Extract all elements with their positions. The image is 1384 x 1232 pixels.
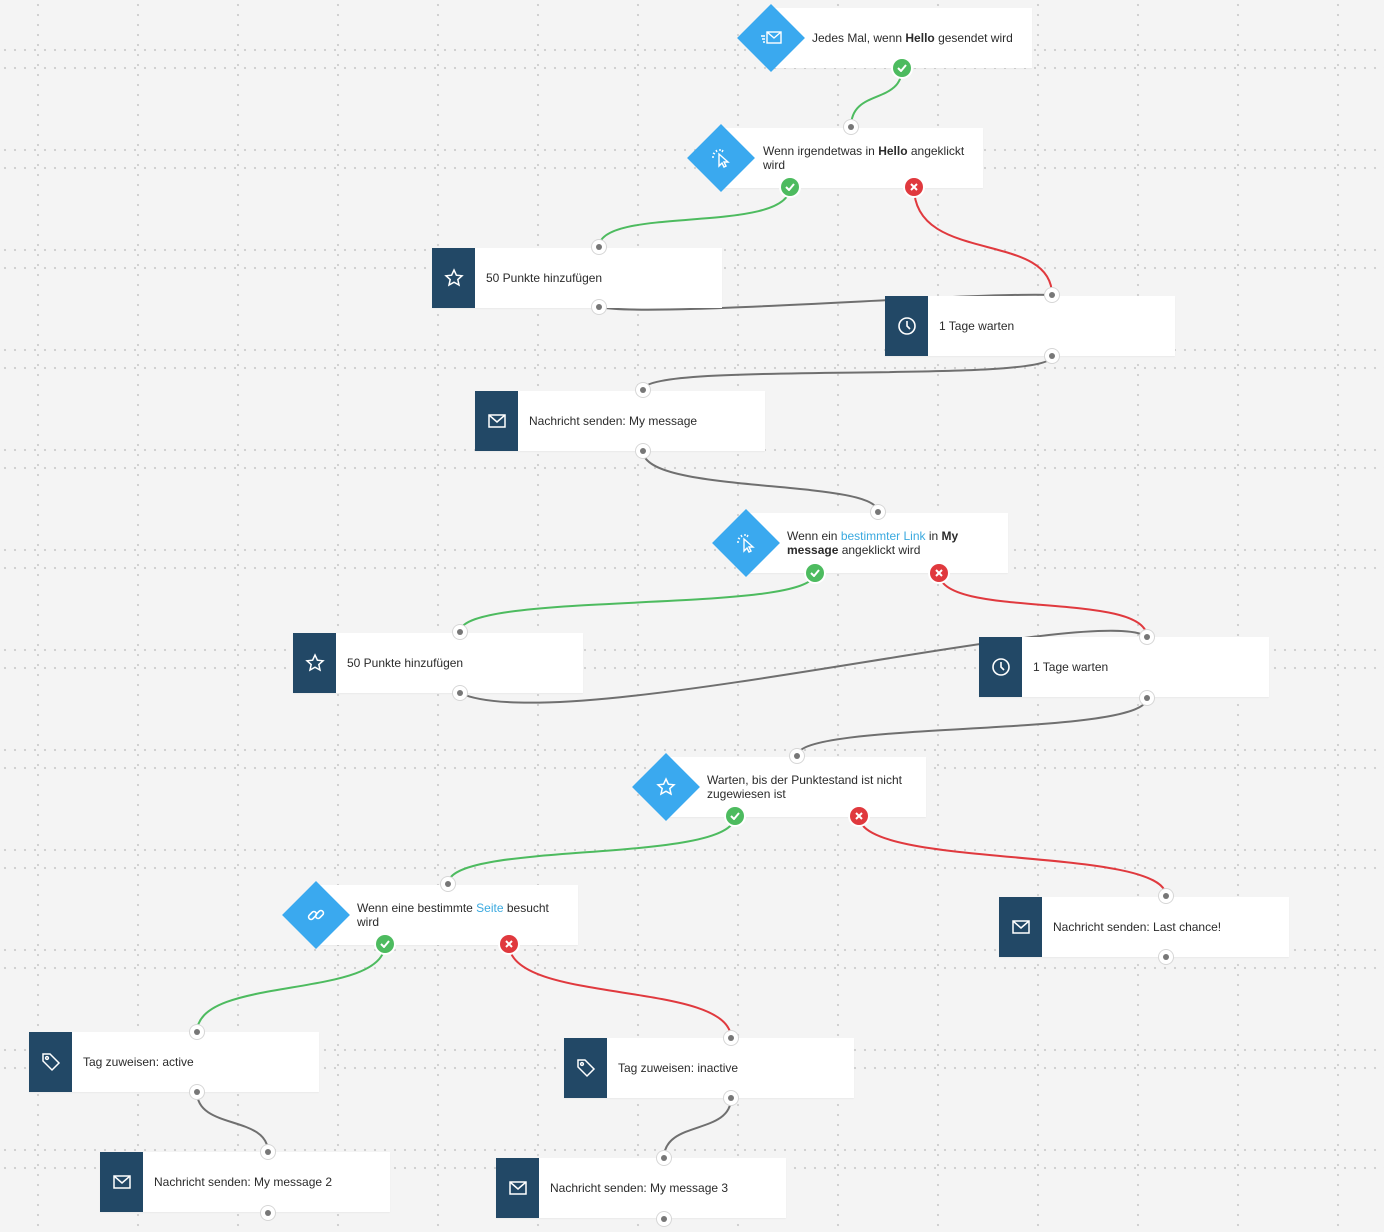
points1-output-port[interactable] — [592, 300, 606, 314]
trigger-node[interactable]: Jedes Mal, wenn Hello gesendet wird — [770, 8, 1032, 68]
wait1-input-port[interactable] — [1045, 288, 1059, 302]
click1-yes-check-icon[interactable] — [781, 178, 799, 196]
points1-input-port[interactable] — [592, 240, 606, 254]
wire-visit-no — [508, 943, 732, 1039]
trigger-yes-check-icon[interactable] — [893, 59, 911, 77]
envelope-icon — [999, 897, 1042, 957]
taginactive-label: Tag zuweisen: inactive — [618, 1061, 739, 1075]
taginactive-node[interactable]: Tag zuweisen: inactive — [564, 1038, 854, 1098]
tagactive-node[interactable]: Tag zuweisen: active — [29, 1032, 319, 1092]
send2-input-port[interactable] — [261, 1145, 275, 1159]
visit-input-port[interactable] — [441, 877, 455, 891]
click2-input-port[interactable] — [871, 505, 885, 519]
waitscore-label: Warten, bis der Punktestand ist nicht zu… — [707, 773, 902, 801]
lastchance-label: Nachricht senden: Last chance! — [1053, 920, 1222, 934]
wait1-output-port[interactable] — [1045, 349, 1059, 363]
points2-node[interactable]: 50 Punkte hinzufügen — [293, 633, 583, 693]
envelope-icon — [475, 391, 518, 451]
tag-icon — [29, 1032, 72, 1092]
send1-input-port[interactable] — [636, 383, 650, 397]
points2-label: 50 Punkte hinzufügen — [347, 656, 464, 670]
waitscore-no-x-icon[interactable] — [850, 807, 868, 825]
wire-points2-wait2 — [459, 629, 1148, 704]
send3-label: Nachricht senden: My message 3 — [550, 1181, 729, 1195]
click2-yes-check-icon[interactable] — [806, 564, 824, 582]
wait1-node[interactable]: 1 Tage warten — [885, 296, 1175, 356]
wait2-node[interactable]: 1 Tage warten — [979, 637, 1269, 697]
visit-label: Wenn eine bestimmte Seite besucht wird — [357, 901, 549, 929]
click1-label: Wenn irgendetwas in Hello angeklickt wir… — [763, 144, 965, 172]
click2-no-x-icon[interactable] — [930, 564, 948, 582]
envelope-send-icon — [754, 21, 788, 55]
points1-label: 50 Punkte hinzufügen — [486, 271, 603, 285]
wire-waitscore-no — [858, 815, 1167, 897]
taginactive-output-port[interactable] — [724, 1091, 738, 1105]
trigger-label: Jedes Mal, wenn Hello gesendet wird — [812, 31, 1013, 45]
wire-click2-yes — [459, 572, 816, 633]
lastchance-output-port[interactable] — [1159, 950, 1173, 964]
send3-input-port[interactable] — [657, 1151, 671, 1165]
envelope-icon — [496, 1158, 539, 1218]
waitscore-input-port[interactable] — [790, 749, 804, 763]
click2-label: Wenn ein bestimmter Link in My message a… — [787, 529, 959, 557]
wire-click1-no — [913, 186, 1053, 296]
taginactive-input-port[interactable] — [724, 1031, 738, 1045]
click1-no-x-icon[interactable] — [905, 178, 923, 196]
lastchance-input-port[interactable] — [1159, 889, 1173, 903]
clock-icon — [979, 637, 1022, 697]
tagactive-label: Tag zuweisen: active — [83, 1055, 194, 1069]
link-icon — [299, 898, 333, 932]
points2-input-port[interactable] — [453, 625, 467, 639]
points2-output-port[interactable] — [453, 686, 467, 700]
send1-output-port[interactable] — [636, 444, 650, 458]
wire-trigger-yes — [850, 67, 903, 128]
wire-points1-wait1 — [598, 293, 1053, 311]
send2-label: Nachricht senden: My message 2 — [154, 1175, 333, 1189]
wire-visit-yes — [196, 943, 386, 1033]
cursor-click-icon — [704, 141, 738, 175]
visit-link-text[interactable]: Seite — [476, 901, 504, 915]
send3-output-port[interactable] — [657, 1212, 671, 1226]
wait2-input-port[interactable] — [1140, 630, 1154, 644]
wire-tagactive-send2 — [196, 1091, 269, 1153]
points1-node[interactable]: 50 Punkte hinzufügen — [432, 248, 722, 308]
tagactive-input-port[interactable] — [190, 1025, 204, 1039]
send3-node[interactable]: Nachricht senden: My message 3 — [496, 1158, 786, 1218]
click1-input-port[interactable] — [844, 120, 858, 134]
wait2-output-port[interactable] — [1140, 691, 1154, 705]
star-icon — [293, 633, 336, 693]
tagactive-output-port[interactable] — [190, 1085, 204, 1099]
visit-no-x-icon[interactable] — [500, 935, 518, 953]
waitscore-node[interactable]: Warten, bis der Punktestand ist nicht zu… — [666, 757, 926, 817]
star-icon — [432, 248, 475, 308]
send1-label: Nachricht senden: My message — [529, 414, 698, 428]
click2-link-text[interactable]: bestimmter Link — [840, 529, 926, 543]
wire-click1-yes — [598, 186, 791, 248]
tag-icon — [564, 1038, 607, 1098]
envelope-icon — [100, 1152, 143, 1212]
wire-send1-click2 — [642, 450, 879, 513]
wire-wait2-waitscore — [796, 697, 1148, 757]
clock-icon — [885, 296, 928, 356]
visit-node[interactable]: Wenn eine bestimmte Seite besucht wird — [316, 885, 578, 945]
lastchance-node[interactable]: Nachricht senden: Last chance! — [999, 897, 1289, 957]
wait1-label: 1 Tage warten — [939, 319, 1015, 333]
send2-node[interactable]: Nachricht senden: My message 2 — [100, 1152, 390, 1212]
cursor-click-icon — [729, 526, 763, 560]
click2-node[interactable]: Wenn ein bestimmter Link in My message a… — [746, 513, 1008, 573]
wire-waitscore-yes — [447, 815, 736, 885]
wait2-label: 1 Tage warten — [1033, 660, 1109, 674]
wire-click2-no — [938, 572, 1148, 638]
star-icon — [649, 770, 683, 804]
send1-node[interactable]: Nachricht senden: My message — [475, 391, 765, 451]
wire-wait1-send1 — [642, 355, 1053, 391]
visit-yes-check-icon[interactable] — [376, 935, 394, 953]
waitscore-yes-check-icon[interactable] — [726, 807, 744, 825]
wire-taginactive-send3 — [663, 1097, 732, 1159]
click1-node[interactable]: Wenn irgendetwas in Hello angeklickt wir… — [721, 128, 983, 188]
send2-output-port[interactable] — [261, 1206, 275, 1220]
